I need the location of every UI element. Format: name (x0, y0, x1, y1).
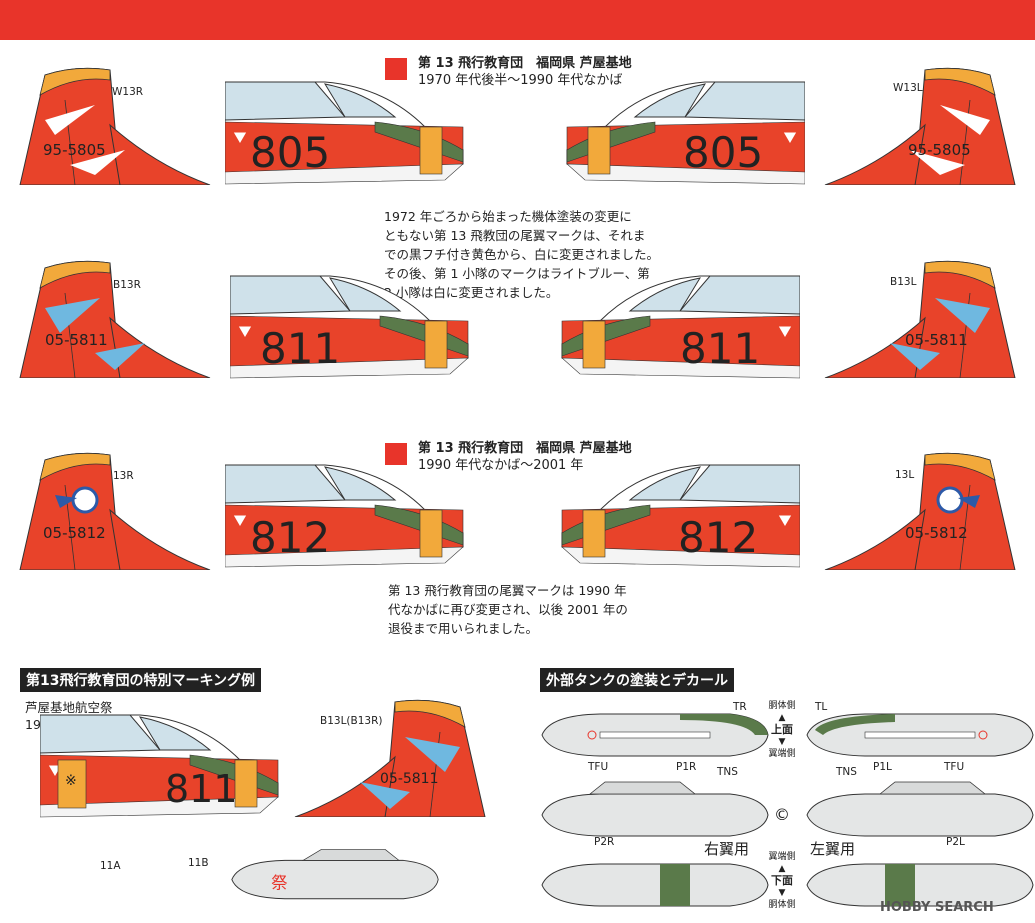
tail-b13l: 05-5811 (820, 258, 1020, 378)
section2-red-square (385, 443, 407, 465)
nose-number: 811 (165, 767, 238, 811)
tank-top-right (540, 710, 770, 760)
kanji-mark: ※ (65, 773, 77, 789)
tail-serial: 05-5811 (380, 771, 439, 787)
nose-811-left: 811 (560, 266, 800, 386)
tail-serial: 05-5811 (905, 331, 968, 349)
tail-w13l: 95-5805 (820, 65, 1020, 185)
label-p1l: P1L (873, 761, 892, 773)
tail-w13r: 95-5805 (15, 65, 215, 185)
tanks-title: 外部タンクの塗装とデカール (540, 668, 734, 692)
legend-top: 胴体側 ▲ 上面 ▼ 翼端側 (762, 700, 802, 760)
festival-mark: 祭 (271, 874, 287, 893)
label-tl: TL (815, 701, 828, 713)
down-arrow-icon: ▼ (778, 737, 786, 747)
label-p2l: P2L (946, 836, 965, 848)
top-red-banner (0, 0, 1035, 40)
tail-special: 05-5811 (290, 697, 490, 817)
label-p2r: P2R (594, 836, 615, 848)
nose-number: 812 (678, 513, 758, 562)
tail-code-w13r: W13R (112, 86, 144, 98)
nose-805-right: 805 (225, 72, 465, 192)
up-arrow-icon: ▲ (778, 713, 786, 723)
copyright-mark: © (774, 805, 790, 824)
nose-811-right: 811 (230, 266, 470, 386)
right-wing-label: 右翼用 (704, 840, 750, 858)
tail-serial: 05-5812 (43, 524, 106, 542)
section1-header: 第 13 飛行教育団 福岡県 芦屋基地 1970 年代後半～1990 年代なかば (418, 55, 632, 89)
section1-red-square (385, 58, 407, 80)
label-tns-r: TNS (717, 766, 738, 778)
section1-paragraph: 1972 年ごろから始まった機体塗装の変更に ともない第 13 飛教団の尾翼マー… (384, 209, 660, 300)
tank-bottom-left (805, 860, 1035, 910)
tail-b13r: 05-5811 (15, 258, 215, 378)
special-title: 第13飛行教育団の特別マーキング例 (20, 668, 262, 692)
nose-812-right: 812 (225, 455, 465, 575)
left-wing-label: 左翼用 (810, 840, 856, 858)
tank-side-right (541, 781, 769, 837)
nose-number: 812 (250, 513, 330, 562)
watermark: HOBBY SEARCH (880, 900, 994, 915)
tail-serial: 95-5805 (908, 141, 971, 159)
tail-code-w13l: W13L (893, 82, 923, 94)
tail-serial: 05-5812 (905, 524, 968, 542)
nose-812-left: 812 (560, 455, 800, 575)
tail-code-13r: 13R (113, 470, 134, 482)
down-arrow-icon: ▼ (778, 888, 786, 898)
legend-bottom: 翼端側 ▲ 下面 ▼ 胴体側 (762, 851, 802, 911)
section2-period: 1990 年代なかば～2001 年 (418, 458, 584, 473)
tail-13l: 05-5812 (820, 450, 1020, 570)
section1-period: 1970 年代後半～1990 年代なかば (418, 73, 623, 88)
nose-number: 811 (680, 324, 760, 373)
nose-number: 805 (250, 128, 330, 177)
tail-serial: 95-5805 (43, 141, 106, 159)
nose-number: 811 (260, 324, 340, 373)
tail-code-b13r: B13R (113, 279, 141, 291)
tank-top-left (805, 710, 1035, 760)
tank-special: 祭 (231, 849, 439, 900)
tank-side-left (806, 781, 1034, 837)
label-p1r: P1R (676, 761, 697, 773)
nose-805-left: 805 (565, 72, 805, 192)
tail-code-special: B13L(B13R) (320, 715, 383, 727)
up-arrow-icon: ▲ (778, 864, 786, 874)
label-tfu-r: TFU (588, 761, 609, 773)
label-tfu-l: TFU (944, 761, 965, 773)
label-11a: 11A (100, 860, 121, 872)
label-tns-l: TNS (836, 766, 857, 778)
tail-serial: 05-5811 (45, 331, 108, 349)
tank-bottom-right (540, 860, 770, 910)
nose-811-special: ※ 811 (30, 705, 290, 825)
label-11b: 11B (188, 857, 209, 869)
section2-header: 第 13 飛行教育団 福岡県 芦屋基地 1990 年代なかば～2001 年 (418, 440, 632, 474)
section2-paragraph: 第 13 飛行教育団の尾翼マークは 1990 年 代なかばに再び変更され、以後 … (388, 583, 628, 636)
section2-title: 第 13 飛行教育団 福岡県 芦屋基地 (418, 441, 632, 456)
section1-title: 第 13 飛行教育団 福岡県 芦屋基地 (418, 56, 632, 71)
tail-13r: 05-5812 (15, 450, 215, 570)
label-tr: TR (733, 701, 747, 713)
tail-code-13l: 13L (895, 469, 915, 481)
nose-number: 805 (683, 128, 763, 177)
tail-code-b13l: B13L (890, 276, 917, 288)
